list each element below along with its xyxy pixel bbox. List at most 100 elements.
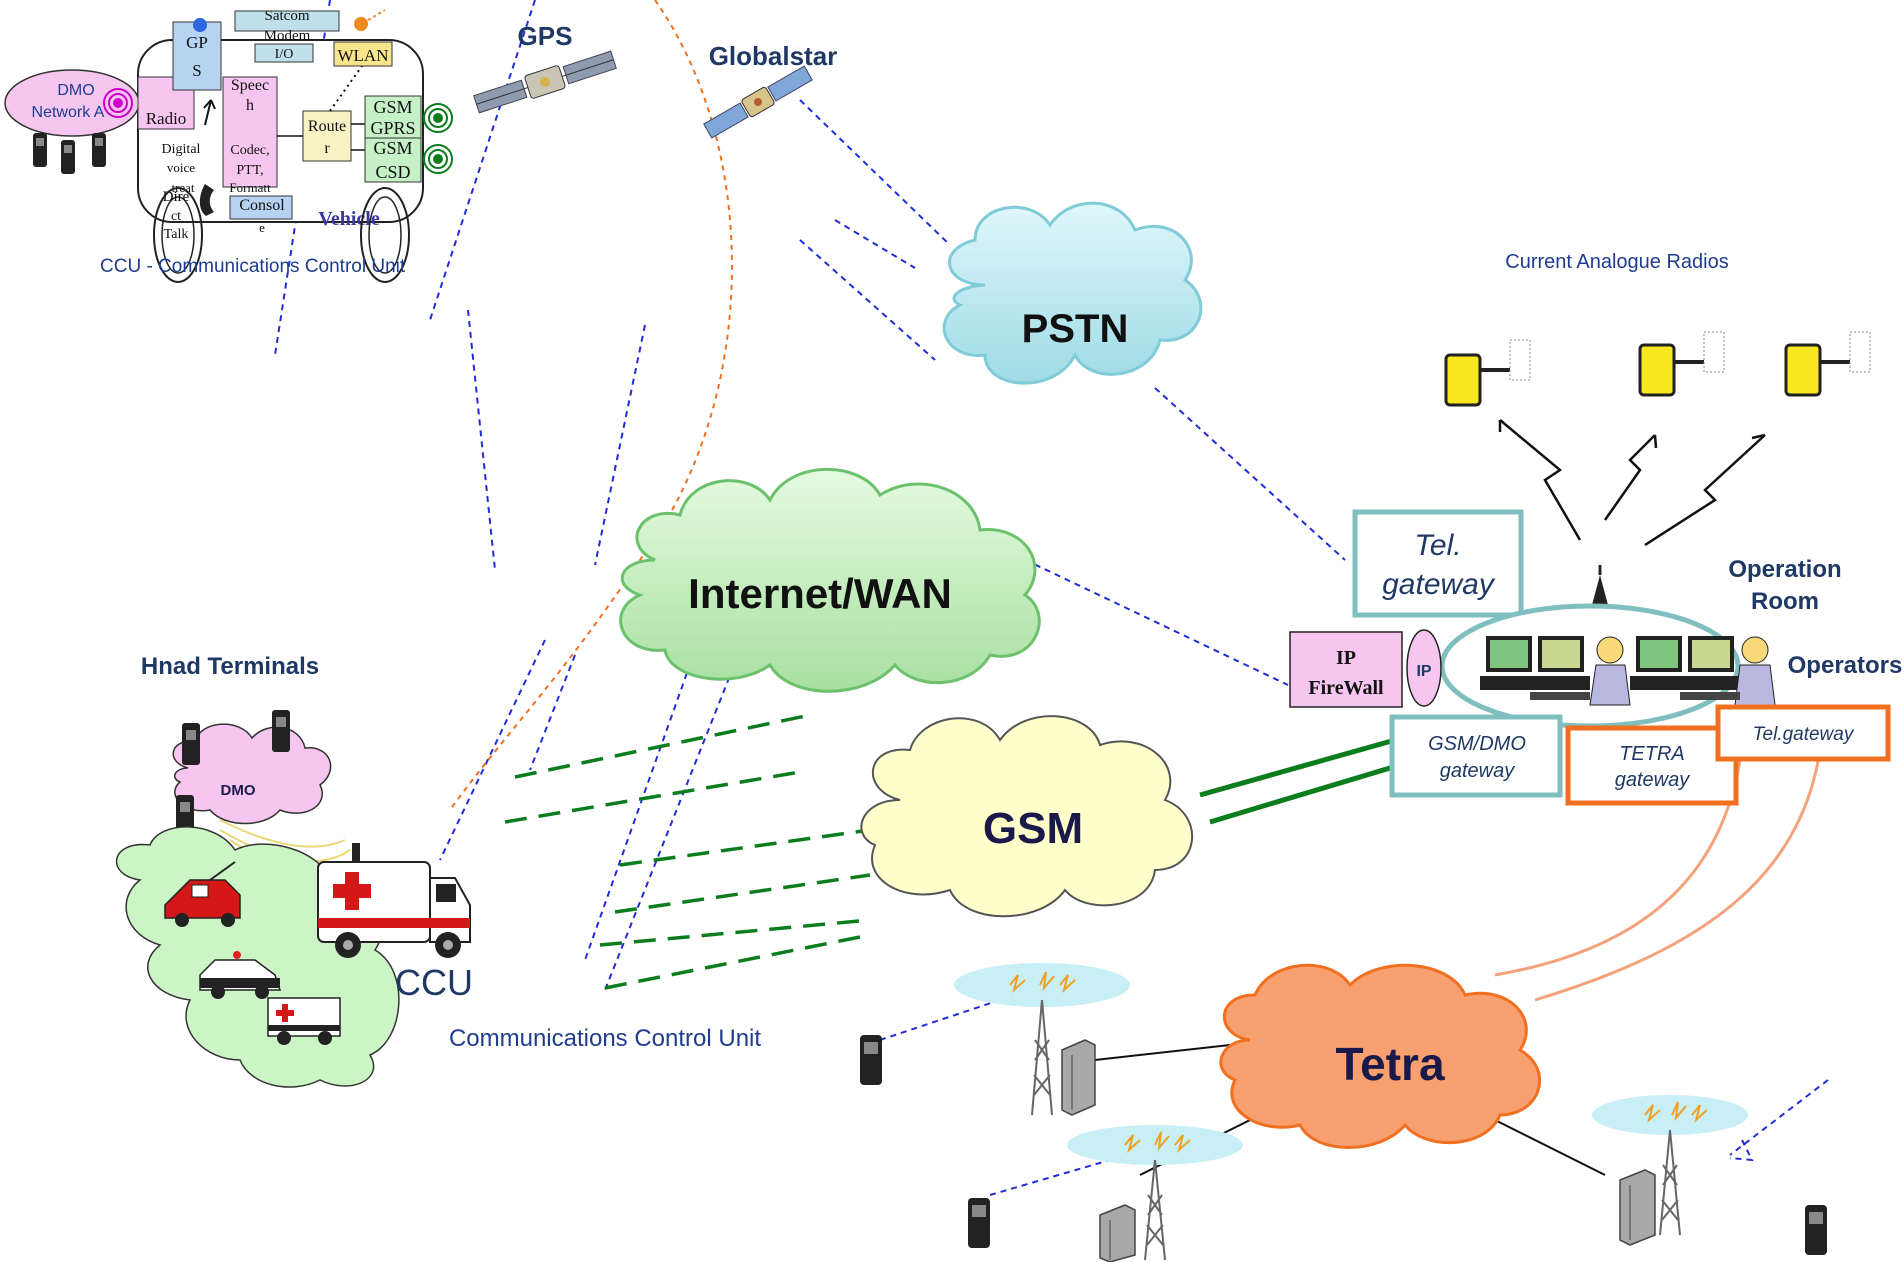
- front-wheel: [153, 187, 203, 283]
- speech-line2: h: [246, 97, 254, 114]
- dmo-network-line2: Network A: [32, 104, 105, 121]
- pstn-label: PSTN: [1022, 307, 1129, 351]
- analogue-radio-icon-2: [1638, 331, 1725, 397]
- handset-icons: [33, 133, 106, 174]
- satellite-uplink-arc: [449, 0, 733, 811]
- console-box: [229, 195, 293, 220]
- operation-room-group: Tel. gateway Operation Room IP FireWall …: [1289, 509, 1903, 806]
- radio-link-arrows: [1498, 419, 1766, 547]
- direct-talk-line2: ct: [171, 209, 181, 224]
- gps-antenna-icon: [193, 18, 207, 32]
- gsm-gprs-line1: GSM: [373, 97, 412, 117]
- up-arrow-icon: [203, 99, 216, 126]
- ccu-caption-lower: Communications Control Unit: [449, 1025, 761, 1052]
- ip-firewall-box: [1289, 631, 1403, 708]
- tel-gateway-small-label: Tel.gateway: [1753, 724, 1855, 745]
- io-label: I/O: [275, 47, 294, 62]
- router-box: [302, 110, 352, 162]
- blue-dashed-links: [274, 0, 1829, 1196]
- satcom-line2: Modem: [264, 28, 311, 44]
- coverage-area-1: [954, 963, 1130, 1007]
- router-line1: Route: [308, 118, 346, 135]
- gps-box: [172, 21, 222, 91]
- ip-port: [1406, 629, 1442, 707]
- tel-gateway-box: [1352, 509, 1524, 618]
- base-cabinet-icon-1: [1061, 1039, 1096, 1116]
- gps-satellite: GPS: [473, 21, 617, 114]
- internet-wan-cloud: Internet/WAN: [619, 467, 1041, 693]
- gsm-dashed-links: [504, 713, 871, 990]
- gsm-dmo-gateway-box: [1389, 714, 1563, 798]
- ccu-vehicle-block: DMO Network A Radio GP S Satcom Modem I/…: [4, 8, 453, 283]
- dmo-label: DMO: [221, 782, 256, 799]
- ccu-caption: CCU - Communications Control Unit: [100, 256, 406, 277]
- operator-console-icon-2: [1630, 636, 1776, 706]
- operators-label: Operators: [1788, 652, 1903, 679]
- codec-line1: Codec,: [230, 143, 269, 158]
- police-car-icon: [199, 951, 282, 999]
- tel-gateway-line1: Tel.: [1414, 529, 1461, 562]
- direct-talk-line3: Talk: [164, 227, 189, 242]
- front-wheel-inner: [161, 196, 195, 274]
- tetra-label: Tetra: [1335, 1038, 1444, 1090]
- gsm-cloud: GSM: [860, 715, 1193, 918]
- speech-codec-box: [222, 76, 278, 188]
- tel-gateway-line2: gateway: [1382, 568, 1496, 601]
- wlan-label: WLAN: [338, 46, 389, 65]
- codec-line3: Formatt: [229, 180, 271, 195]
- tetra-gateway-line2: gateway: [1615, 769, 1690, 791]
- digital-voice-line3: treat: [171, 180, 194, 195]
- gsm-antenna-icon: [423, 103, 453, 174]
- digital-voice-line1: Digital: [162, 142, 201, 157]
- fire-truck-icon: [164, 861, 241, 927]
- tetra-gateway-box: [1565, 725, 1739, 806]
- dmo-antenna-icon: [103, 88, 133, 118]
- coverage-area-3: [1592, 1095, 1748, 1135]
- pstn-cloud: PSTN: [942, 201, 1203, 385]
- gsm-label: GSM: [983, 804, 1083, 853]
- gps-box-line1: GP: [186, 33, 208, 52]
- gsm-dmo-gateway-line1: GSM/DMO: [1428, 733, 1526, 755]
- control-tower-antenna-icon: [1592, 565, 1608, 605]
- base-cabinet-icon-2: [1099, 1204, 1136, 1262]
- gsm-csd-line1: GSM: [373, 138, 412, 158]
- tetra-cloud: Tetra: [1219, 963, 1542, 1149]
- console-line1: Consol: [239, 197, 285, 214]
- current-radios-label: Current Analogue Radios: [1505, 251, 1728, 273]
- wlan-box: [333, 41, 393, 67]
- satcom-modem-box: [234, 10, 340, 32]
- radio-label: Radio: [146, 109, 187, 128]
- ambulance-icon: [317, 843, 471, 958]
- gsm-csd-box: [364, 137, 422, 183]
- speech-line1: Speec: [231, 77, 269, 94]
- radio-mast-icon-1: [1031, 999, 1053, 1116]
- ip-firewall-line1: IP: [1336, 647, 1356, 669]
- base-cabinet-icon-3: [1619, 1169, 1656, 1246]
- console-line2: e: [259, 220, 265, 235]
- tel-gateway-small-box: [1715, 704, 1891, 762]
- dmo-network-line1: DMO: [57, 82, 94, 99]
- ccu-label: CCU: [395, 962, 473, 1003]
- radio-mast-icon-2: [1144, 1159, 1166, 1261]
- analogue-radios-group: Current Analogue Radios: [1444, 251, 1871, 605]
- gsm-csd-line2: CSD: [375, 162, 410, 182]
- rear-wheel-inner: [368, 196, 402, 274]
- ip-port-label: IP: [1416, 663, 1431, 680]
- hand-terminals-title: Hnad Terminals: [141, 653, 319, 680]
- wlan-antenna-icon: [354, 9, 386, 31]
- gsm-gprs-box: [364, 95, 422, 141]
- gps-label: GPS: [518, 21, 573, 51]
- satcom-line1: Satcom: [265, 8, 310, 24]
- io-box: [254, 43, 314, 63]
- globalstar-label: Globalstar: [709, 41, 838, 71]
- phone-handset-icon: [199, 184, 214, 216]
- tetra-handset-icons: [860, 1035, 1827, 1255]
- tetra-gateway-line1: TETRA: [1619, 743, 1685, 765]
- digital-voice-line2: voice: [167, 160, 195, 175]
- rear-wheel: [360, 187, 410, 283]
- operator-console-icon-1: [1480, 636, 1631, 706]
- radio-mast-icon-3: [1659, 1129, 1681, 1236]
- router-line2: r: [324, 140, 330, 157]
- direct-talk-line1: Dire: [163, 189, 190, 205]
